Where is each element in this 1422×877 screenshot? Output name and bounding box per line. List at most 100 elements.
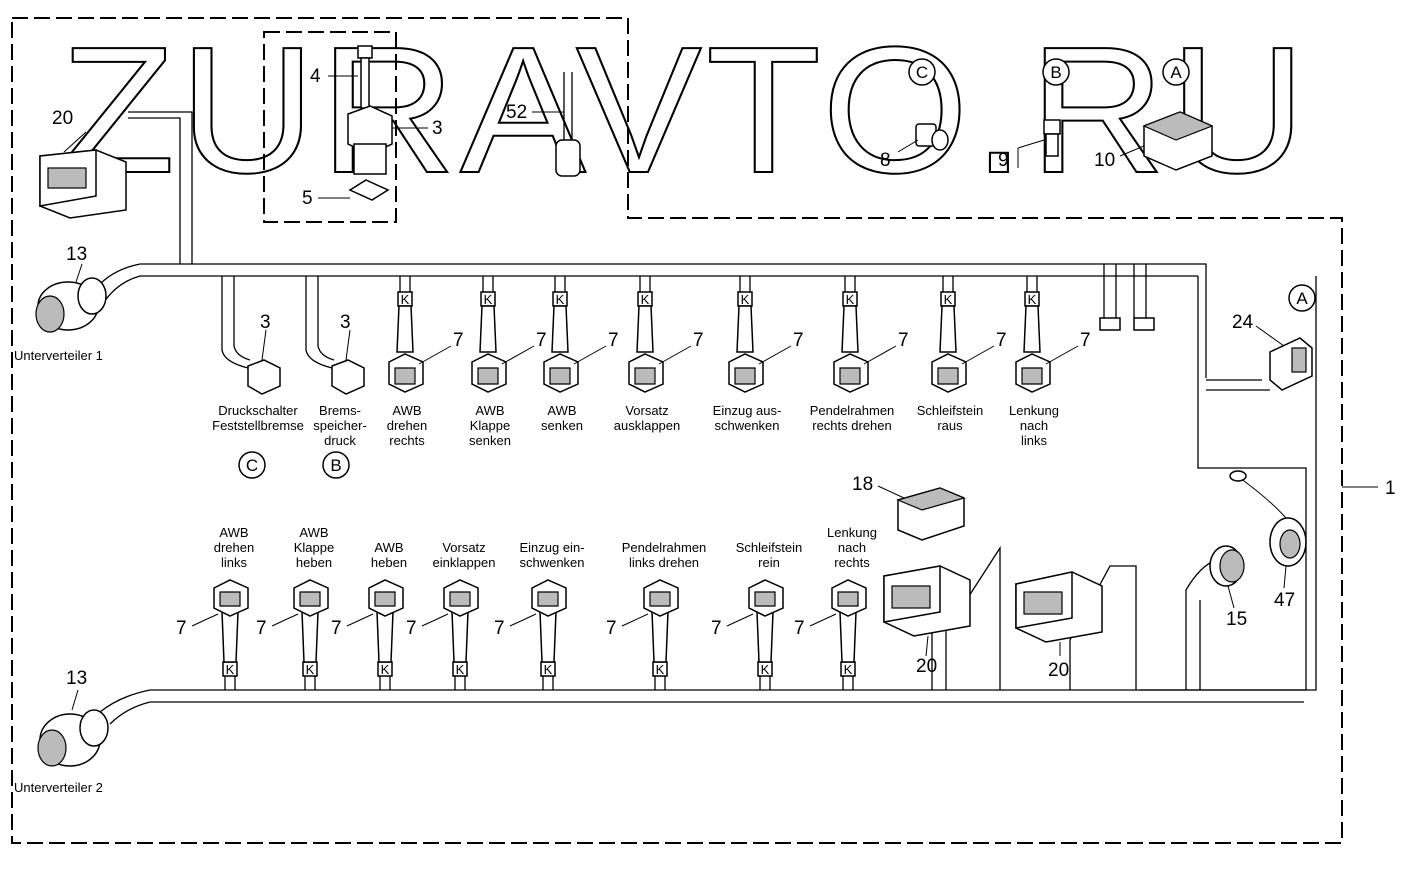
callout-7-bottom: 7 bbox=[176, 618, 187, 639]
subdistributor-1-label: Unterverteiler 1 bbox=[14, 348, 103, 363]
callout-7-top: 7 bbox=[608, 330, 619, 351]
k-marker: K bbox=[844, 662, 853, 677]
stub-connector-right bbox=[1133, 317, 1155, 331]
valve-connector-bottom-5: K 7 Einzug ein-schwenken bbox=[494, 540, 585, 690]
circle-letter-a-right bbox=[1288, 284, 1316, 312]
circle-letter-c-bottom bbox=[238, 451, 266, 479]
circle-letter-c-bottom-text: C bbox=[246, 456, 258, 475]
callout-15: 15 bbox=[1226, 609, 1247, 630]
k-marker: K bbox=[556, 292, 565, 307]
branch-15-47 bbox=[1185, 559, 1217, 690]
pressure-switch-8 bbox=[897, 123, 949, 153]
callout-3-inset: 3 bbox=[432, 118, 443, 139]
callout-4: 4 bbox=[310, 66, 321, 87]
valve-label-top-5: Einzug aus-schwenken bbox=[713, 403, 782, 433]
switch-label-2: Brems-speicher-druck bbox=[313, 403, 366, 448]
k-marker: K bbox=[544, 662, 553, 677]
k-marker: K bbox=[741, 292, 750, 307]
circle-letter-c-top bbox=[908, 58, 936, 86]
valve-plug-3-inset bbox=[347, 105, 428, 175]
k-marker: K bbox=[761, 662, 770, 677]
stub-wires bbox=[1103, 264, 1147, 318]
callout-3-right: 3 bbox=[340, 312, 351, 333]
connector-20-middle bbox=[883, 565, 971, 657]
branch-20-right bbox=[1069, 565, 1137, 690]
k-marker: K bbox=[381, 662, 390, 677]
watermark: ZURAVTO.RU bbox=[60, 10, 1310, 211]
k-marker: K bbox=[401, 292, 410, 307]
k-marker: K bbox=[846, 292, 855, 307]
circle-letter-b-top bbox=[1042, 58, 1070, 86]
control-unit-10 bbox=[1119, 111, 1214, 171]
circle-letter-a-top bbox=[1162, 58, 1190, 86]
callout-20-right: 20 bbox=[1048, 660, 1069, 681]
k-marker: K bbox=[1028, 292, 1037, 307]
valve-label-bottom-5: Einzug ein-schwenken bbox=[519, 540, 584, 570]
cable-13-bottom bbox=[99, 689, 151, 725]
connector-20-right bbox=[1015, 571, 1103, 656]
callout-7-bottom: 7 bbox=[794, 618, 805, 639]
connector-15 bbox=[1209, 545, 1245, 609]
switch-3-right bbox=[331, 329, 365, 395]
callout-20-middle: 20 bbox=[916, 656, 937, 677]
grommet-52 bbox=[532, 72, 581, 177]
round-connector-13-bottom bbox=[37, 689, 109, 767]
circle-letter-c-top-text: C bbox=[916, 63, 928, 82]
circle-letter-a-top-text: A bbox=[1170, 63, 1182, 82]
k-marker: K bbox=[484, 292, 493, 307]
callout-7-top: 7 bbox=[793, 330, 804, 351]
callout-7-bottom: 7 bbox=[494, 618, 505, 639]
callout-13-top: 13 bbox=[66, 244, 87, 265]
callout-5: 5 bbox=[302, 188, 313, 209]
callout-7-top: 7 bbox=[693, 330, 704, 351]
callout-7-top: 7 bbox=[996, 330, 1007, 351]
callout-1: 1 bbox=[1385, 478, 1396, 499]
pressure-switch-9 bbox=[1017, 119, 1061, 168]
k-marker: K bbox=[456, 662, 465, 677]
circle-letter-a-right-text: A bbox=[1296, 289, 1308, 308]
k-marker: K bbox=[944, 292, 953, 307]
k-marker: K bbox=[656, 662, 665, 677]
circle-letter-b-top-text: B bbox=[1050, 63, 1061, 82]
connector-20-top-left bbox=[39, 131, 127, 219]
k-marker: K bbox=[306, 662, 315, 677]
top-trunk bbox=[140, 263, 1207, 378]
screw-4 bbox=[328, 45, 373, 109]
connector-24 bbox=[1255, 325, 1313, 391]
callout-7-bottom: 7 bbox=[256, 618, 267, 639]
cap-47 bbox=[1229, 470, 1307, 589]
switch-3-left bbox=[247, 329, 281, 395]
callout-7-top: 7 bbox=[536, 330, 547, 351]
round-connector-13-top bbox=[35, 263, 107, 333]
circle-letter-b-bottom bbox=[322, 451, 350, 479]
callout-20-top-left: 20 bbox=[52, 108, 73, 129]
callout-7-bottom: 7 bbox=[711, 618, 722, 639]
